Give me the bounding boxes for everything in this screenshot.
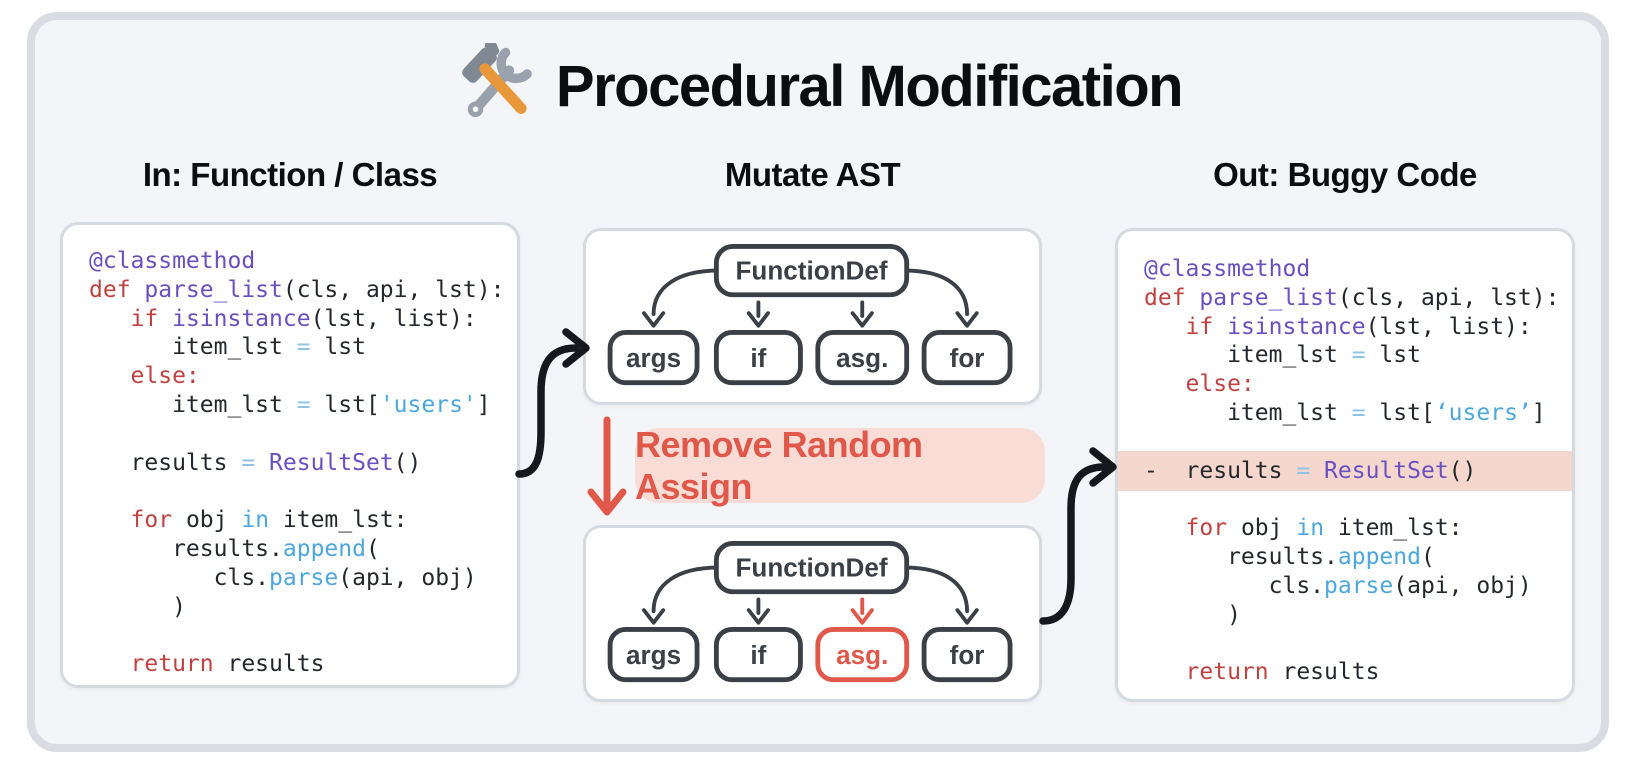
ast-panel-original: FunctionDef args if asg. for xyxy=(583,228,1042,405)
code-line: if isinstance(lst, list): xyxy=(130,305,477,332)
arrowhead-icon xyxy=(746,311,770,328)
ast-node-child xyxy=(921,330,1013,386)
arrowhead-icon xyxy=(746,608,770,625)
code-line xyxy=(63,621,517,650)
code-line: for obj in item_lst: xyxy=(1185,515,1463,542)
code-line: return results xyxy=(130,651,325,678)
ast-child-label: asg. xyxy=(836,640,888,670)
ast-node-child xyxy=(713,330,803,386)
code-line xyxy=(63,477,517,506)
ast-edge xyxy=(902,268,970,317)
ast-node-root xyxy=(713,541,910,595)
arrowhead-icon xyxy=(641,311,666,328)
code-line: ) xyxy=(89,593,186,620)
code-line: results = ResultSet() xyxy=(89,449,422,476)
ast-node-removed xyxy=(815,627,910,683)
ast-child-label: if xyxy=(750,640,766,670)
arrowhead-icon xyxy=(850,311,874,328)
ast-panel-mutated: FunctionDef args if asg. for xyxy=(583,525,1042,702)
code-line: cls.parse(api, obj) xyxy=(1144,572,1532,599)
code-line: item_lst = lst xyxy=(1144,342,1421,369)
code-line: @classmethod xyxy=(1144,256,1311,282)
code-line: @classmethod xyxy=(89,248,256,274)
code-line-removed: - results = ResultSet() xyxy=(1118,450,1572,492)
code-line xyxy=(1118,629,1572,658)
code-line: ) xyxy=(1144,601,1241,628)
code-line: item_lst = lst['users'] xyxy=(89,391,491,418)
ast-root-label: FunctionDef xyxy=(735,552,887,582)
page-title: Procedural Modification xyxy=(0,42,1636,130)
ast-edge xyxy=(651,268,721,317)
ast-node-child xyxy=(815,330,910,386)
ast-root-label: FunctionDef xyxy=(735,255,887,285)
ast-child-label: args xyxy=(626,640,681,670)
title-text: Procedural Modification xyxy=(555,53,1184,119)
mutation-label: Remove Random Assign xyxy=(635,423,923,507)
ast-child-label: for xyxy=(950,343,985,373)
arrowhead-icon xyxy=(955,311,979,328)
ast-edge xyxy=(902,565,970,614)
heading-mutate-ast: Mutate AST xyxy=(724,156,901,193)
code-line: item_lst = lst[‘users’] xyxy=(1144,399,1546,426)
code-line: cls.parse(api, obj) xyxy=(89,564,477,591)
arrowhead-icon xyxy=(641,608,666,625)
code-line: results.append( xyxy=(89,535,380,562)
code-line: else: xyxy=(1185,371,1255,398)
code-line: else: xyxy=(130,363,200,390)
code-line: def parse_list(cls, api, lst): xyxy=(89,276,505,303)
code-line: for obj in item_lst: xyxy=(130,507,408,534)
heading-out-buggy-code: Out: Buggy Code xyxy=(1213,156,1477,193)
ast-node-child xyxy=(713,627,803,683)
code-line: return results xyxy=(1185,659,1380,686)
mutation-badge: Remove Random Assign xyxy=(635,424,1045,507)
ast-child-label: args xyxy=(626,343,681,373)
ast-node-root xyxy=(713,244,910,298)
hammer-wrench-icon xyxy=(454,43,540,129)
ast-child-label: for xyxy=(950,640,985,670)
code-line: results.append( xyxy=(1144,543,1435,570)
heading-in-function-class: In: Function / Class xyxy=(142,156,438,193)
code-line: def parse_list(cls, api, lst): xyxy=(1144,284,1560,311)
arrowhead-icon xyxy=(850,608,874,625)
code-line: item_lst = lst xyxy=(89,334,366,361)
ast-edge xyxy=(651,565,721,614)
ast-node-child xyxy=(607,627,700,683)
ast-node-child xyxy=(921,627,1013,683)
ast-child-label: if xyxy=(750,343,766,373)
code-line: if isinstance(lst, list): xyxy=(1185,313,1532,340)
arrowhead-icon xyxy=(955,608,979,625)
code-line xyxy=(63,420,517,449)
ast-tree-mutated: FunctionDef args if asg. for xyxy=(607,541,1013,683)
ast-child-label: asg. xyxy=(836,343,888,373)
ast-tree-original: FunctionDef args if asg. for xyxy=(607,244,1013,386)
ast-node-child xyxy=(607,330,700,386)
